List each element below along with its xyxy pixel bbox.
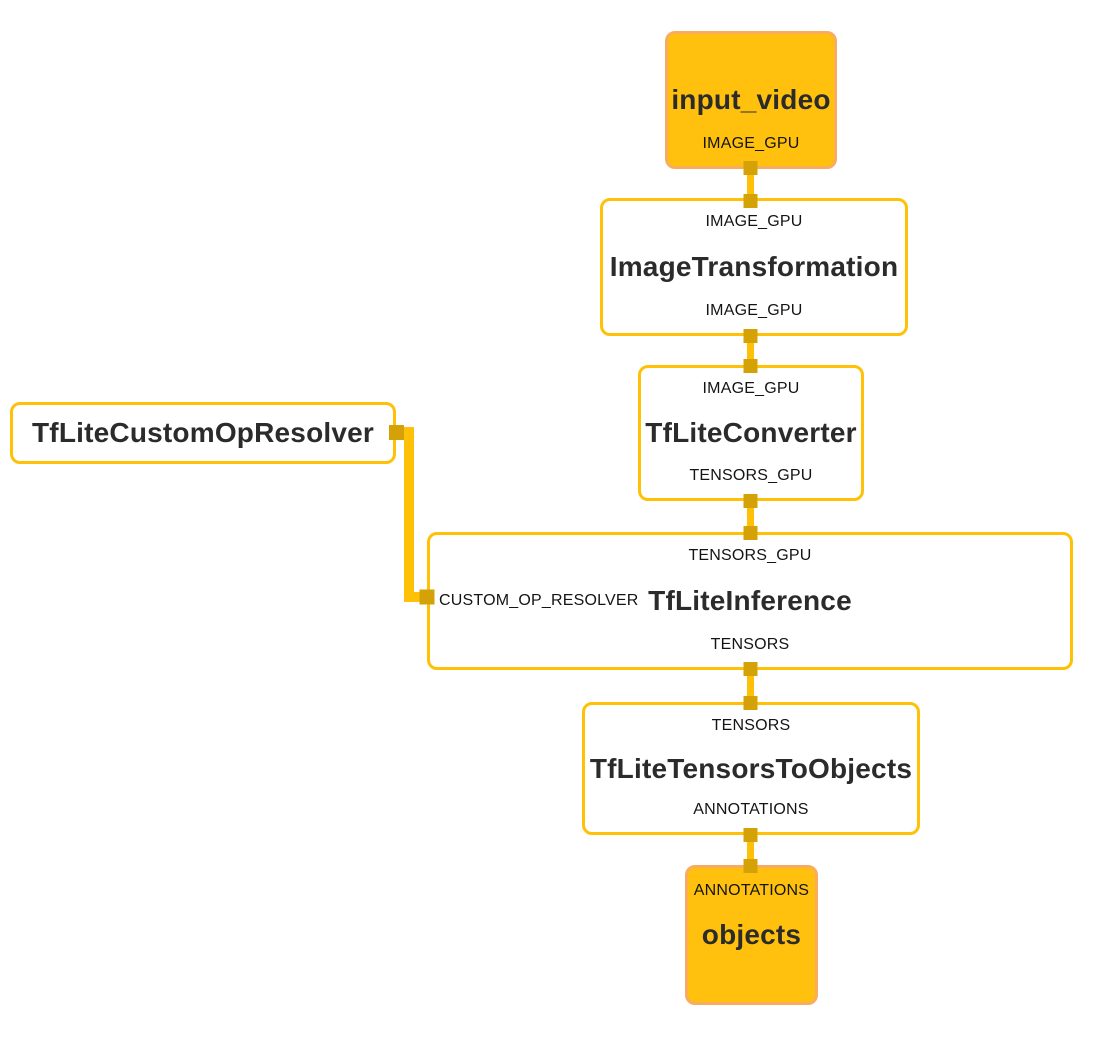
- node-title: objects: [701, 919, 802, 950]
- edge-custom-op-resolver-to-tflite-inference: [397, 427, 427, 602]
- node-tflite-tensors-to-objects[interactable]: TENSORS TfLiteTensorsToObjects ANNOTATIO…: [582, 702, 920, 835]
- port-input-tensors: TENSORS: [711, 717, 791, 734]
- node-input-video[interactable]: input_video IMAGE_GPU: [665, 31, 837, 169]
- port-input-image-gpu: IMAGE_GPU: [705, 213, 803, 230]
- port-input-tensors-gpu: TENSORS_GPU: [688, 547, 812, 564]
- port-output-annotations: ANNOTATIONS: [693, 801, 809, 818]
- node-title: TfLiteTensorsToObjects: [589, 752, 913, 784]
- node-objects[interactable]: ANNOTATIONS objects: [685, 865, 818, 1005]
- port-output-image-gpu: IMAGE_GPU: [705, 302, 803, 319]
- node-tflite-custom-op-resolver[interactable]: TfLiteCustomOpResolver: [10, 402, 396, 464]
- node-title: TfLiteConverter: [645, 417, 857, 448]
- port-input-image-gpu: IMAGE_GPU: [702, 380, 800, 397]
- port-input-annotations: ANNOTATIONS: [693, 882, 810, 899]
- node-title: ImageTransformation: [609, 251, 899, 282]
- port-input-custom-op-resolver: CUSTOM_OP_RESOLVER: [439, 592, 639, 609]
- node-image-transformation[interactable]: IMAGE_GPU ImageTransformation IMAGE_GPU: [600, 198, 908, 336]
- node-tflite-inference[interactable]: TENSORS_GPU CUSTOM_OP_RESOLVER TfLiteInf…: [427, 532, 1073, 670]
- node-tflite-converter[interactable]: IMAGE_GPU TfLiteConverter TENSORS_GPU: [638, 365, 864, 501]
- node-title: TfLiteCustomOpResolver: [32, 417, 374, 448]
- port-output-tensors: TENSORS: [710, 636, 790, 653]
- node-title: TfLiteInference: [648, 585, 852, 616]
- port-output-image-gpu: IMAGE_GPU: [702, 135, 800, 152]
- port-output-tensors-gpu: TENSORS_GPU: [689, 467, 813, 484]
- node-title: input_video: [671, 84, 831, 115]
